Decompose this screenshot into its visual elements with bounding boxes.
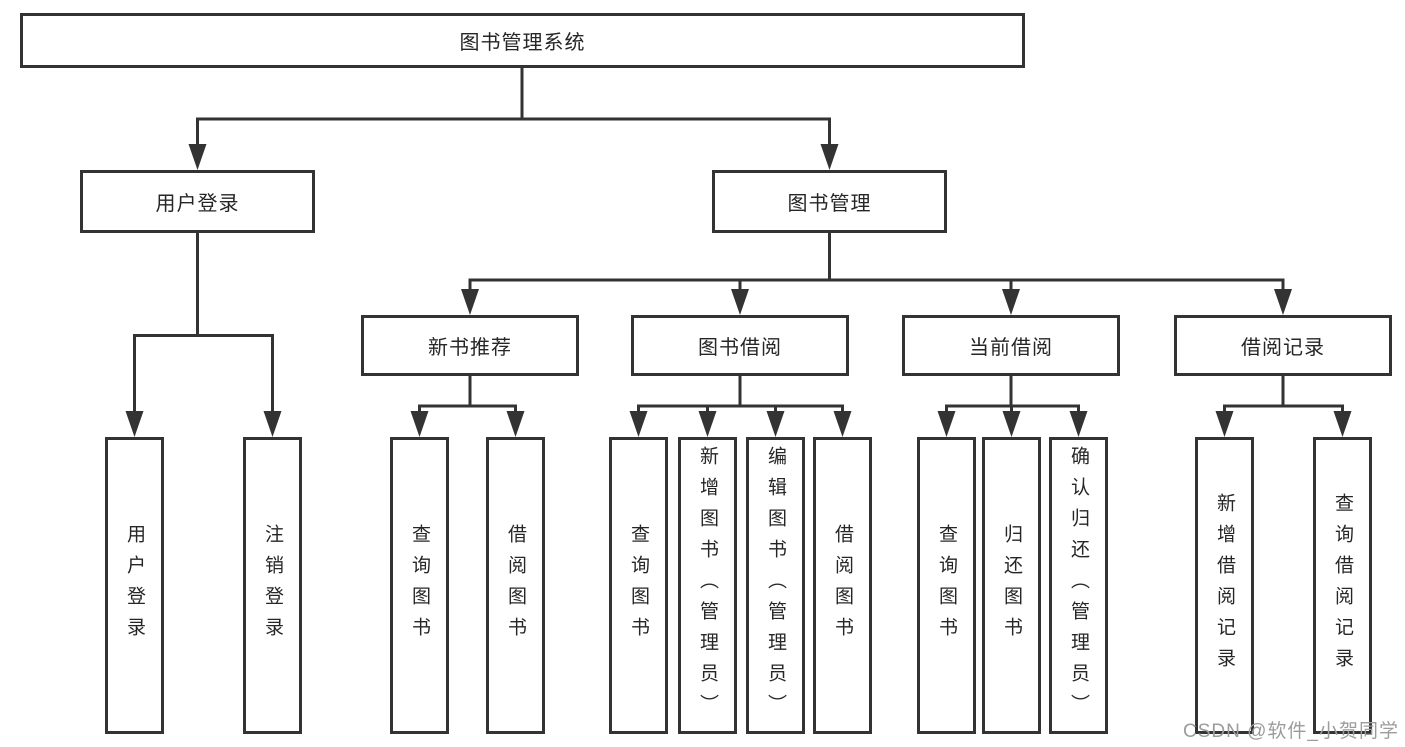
node-book-borrow-label: 图书借阅 xyxy=(698,337,782,359)
leaf-br-query-record: 查询借阅记录 xyxy=(1313,437,1372,734)
leaf-logout-label: 注销登录 xyxy=(262,523,283,648)
node-new-book-recommend: 新书推荐 xyxy=(361,315,579,376)
leaf-cb-confirm-return-label: 确认归还（管理员） xyxy=(1068,446,1089,725)
node-book-management-label: 图书管理 xyxy=(787,193,872,215)
leaf-bb-query-books-label: 查询图书 xyxy=(628,523,649,648)
node-new-book-recommend-label: 新书推荐 xyxy=(428,337,512,359)
leaf-cb-query-books-label: 查询图书 xyxy=(936,523,957,648)
leaf-br-add-record: 新增借阅记录 xyxy=(1195,437,1254,734)
leaf-br-query-record-label: 查询借阅记录 xyxy=(1332,492,1353,679)
leaf-nbr-borrow-books-label: 借阅图书 xyxy=(505,523,526,648)
leaf-bb-edit-books-label: 编辑图书（管理员） xyxy=(765,446,786,725)
node-user-login: 用户登录 xyxy=(80,170,315,233)
leaf-bb-add-books-label: 新增图书（管理员） xyxy=(697,446,718,725)
leaf-user-login: 用户登录 xyxy=(105,437,164,734)
leaf-br-add-record-label: 新增借阅记录 xyxy=(1214,492,1235,679)
leaf-cb-query-books: 查询图书 xyxy=(917,437,976,734)
leaf-cb-confirm-return: 确认归还（管理员） xyxy=(1049,437,1108,734)
leaf-user-login-label: 用户登录 xyxy=(124,523,145,648)
leaf-bb-borrow-books: 借阅图书 xyxy=(813,437,872,734)
node-root-label: 图书管理系统 xyxy=(459,32,586,54)
node-borrow-record-label: 借阅记录 xyxy=(1241,337,1325,359)
leaf-bb-add-books: 新增图书（管理员） xyxy=(678,437,737,734)
node-current-borrow-label: 当前借阅 xyxy=(969,337,1053,359)
leaf-bb-borrow-books-label: 借阅图书 xyxy=(832,523,853,648)
leaf-nbr-query-books-label: 查询图书 xyxy=(409,523,430,648)
csdn-watermark: CSDN @软件_小贺同学 xyxy=(1183,721,1399,742)
node-book-management: 图书管理 xyxy=(712,170,947,233)
node-user-login-label: 用户登录 xyxy=(155,193,240,215)
leaf-cb-return-books: 归还图书 xyxy=(982,437,1041,734)
node-book-borrow: 图书借阅 xyxy=(631,315,849,376)
leaf-logout: 注销登录 xyxy=(243,437,302,734)
leaf-bb-query-books: 查询图书 xyxy=(609,437,668,734)
leaf-nbr-borrow-books: 借阅图书 xyxy=(486,437,545,734)
node-root: 图书管理系统 xyxy=(20,13,1025,68)
leaf-cb-return-books-label: 归还图书 xyxy=(1001,523,1022,648)
node-current-borrow: 当前借阅 xyxy=(902,315,1120,376)
node-borrow-record: 借阅记录 xyxy=(1174,315,1392,376)
leaf-nbr-query-books: 查询图书 xyxy=(390,437,449,734)
leaf-bb-edit-books: 编辑图书（管理员） xyxy=(746,437,805,734)
